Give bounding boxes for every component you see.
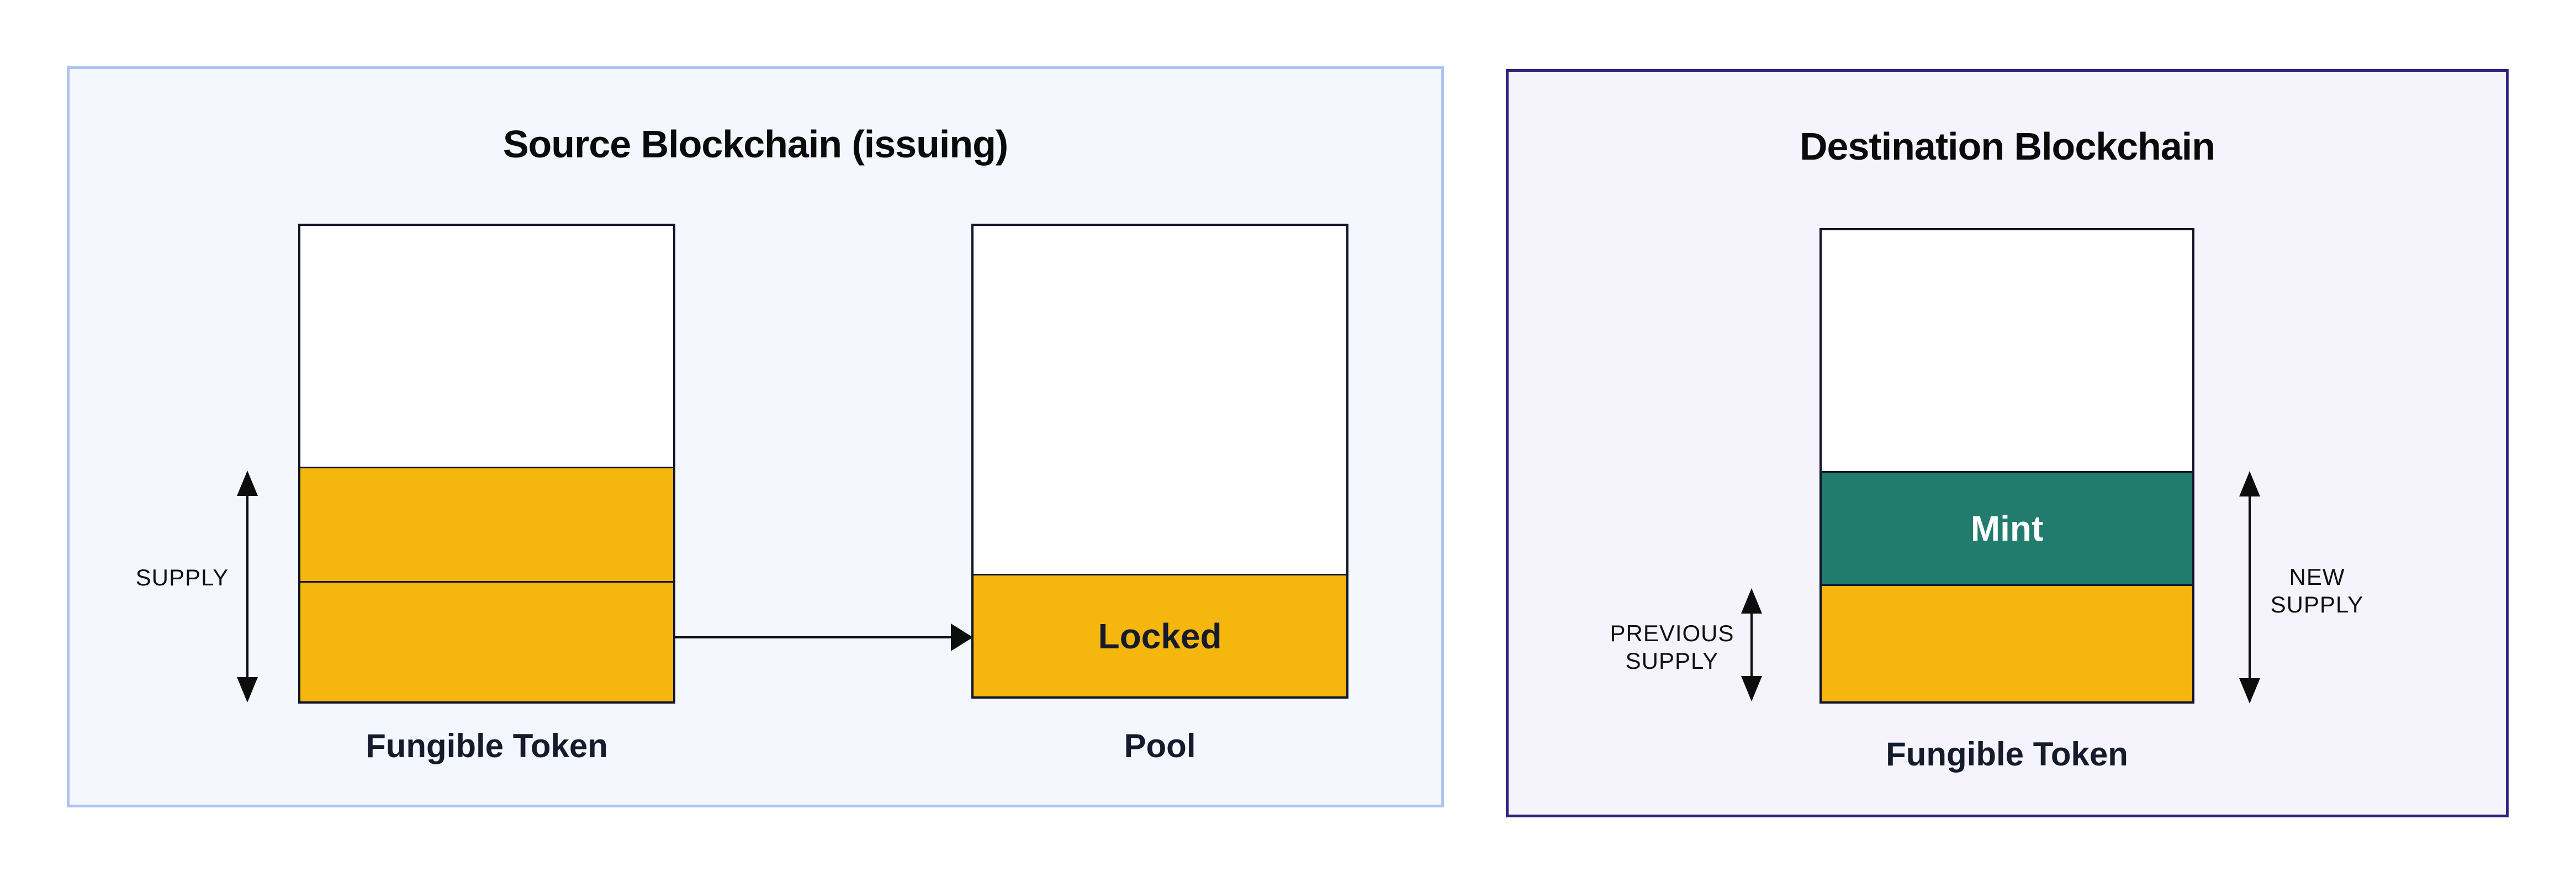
supply-range-arrow-icon: [236, 471, 258, 702]
arrow-head-right-icon: [951, 624, 973, 651]
arrow-shaft: [675, 636, 956, 638]
source-pool-bar: Locked: [971, 224, 1348, 699]
mint-segment-label: Mint: [1970, 509, 2044, 548]
destination-fungible-token-caption: Fungible Token: [1886, 736, 2128, 773]
source-blockchain-panel: Source Blockchain (issuing) SUPPLY Fungi…: [67, 66, 1444, 807]
previous-supply-label-line2: SUPPLY: [1625, 648, 1719, 674]
arrow-shaft: [246, 489, 248, 684]
source-fungible-token-bar: [298, 224, 675, 704]
source-pool-caption: Pool: [1124, 727, 1196, 764]
new-supply-label-line1: NEW: [2289, 564, 2345, 590]
source-panel-title: Source Blockchain (issuing): [502, 123, 1008, 166]
destination-fungible-token-bar: Mint: [1819, 228, 2194, 704]
new-supply-range-arrow-icon: [2239, 471, 2261, 704]
supply-range-label: SUPPLY: [86, 564, 279, 591]
source-token-supply-upper-segment: [300, 467, 673, 581]
new-supply-label-line2: SUPPLY: [2270, 591, 2364, 617]
arrow-head-down-icon: [1741, 676, 1762, 701]
destination-token-unissued-segment: [1822, 230, 2192, 471]
lock-transfer-arrow-icon: [675, 624, 973, 651]
destination-panel-title: Destination Blockchain: [1799, 125, 2215, 168]
arrow-shaft: [2249, 490, 2251, 685]
supply-range-label-text: SUPPLY: [135, 564, 229, 590]
source-fungible-token-caption: Fungible Token: [366, 727, 608, 764]
previous-supply-range-arrow-icon: [1741, 588, 1763, 701]
previous-supply-label-line1: PREVIOUS: [1610, 620, 1734, 646]
pool-locked-label: Locked: [1098, 616, 1222, 656]
destination-token-previous-supply-segment: [1822, 584, 2192, 701]
pool-empty-segment: [974, 226, 1346, 574]
arrow-head-down-icon: [237, 677, 258, 702]
arrow-head-down-icon: [2239, 678, 2260, 704]
previous-supply-range-label: PREVIOUS SUPPLY: [1578, 620, 1766, 675]
destination-token-mint-segment: Mint: [1822, 471, 2192, 584]
source-token-supply-lower-segment: [300, 581, 673, 701]
arrow-shaft: [1750, 607, 1753, 683]
destination-blockchain-panel: Destination Blockchain PREVIOUS SUPPLY M…: [1506, 69, 2509, 817]
new-supply-range-label: NEW SUPPLY: [2223, 563, 2411, 619]
pool-locked-segment: Locked: [974, 574, 1346, 696]
source-token-unissued-segment: [300, 226, 673, 467]
